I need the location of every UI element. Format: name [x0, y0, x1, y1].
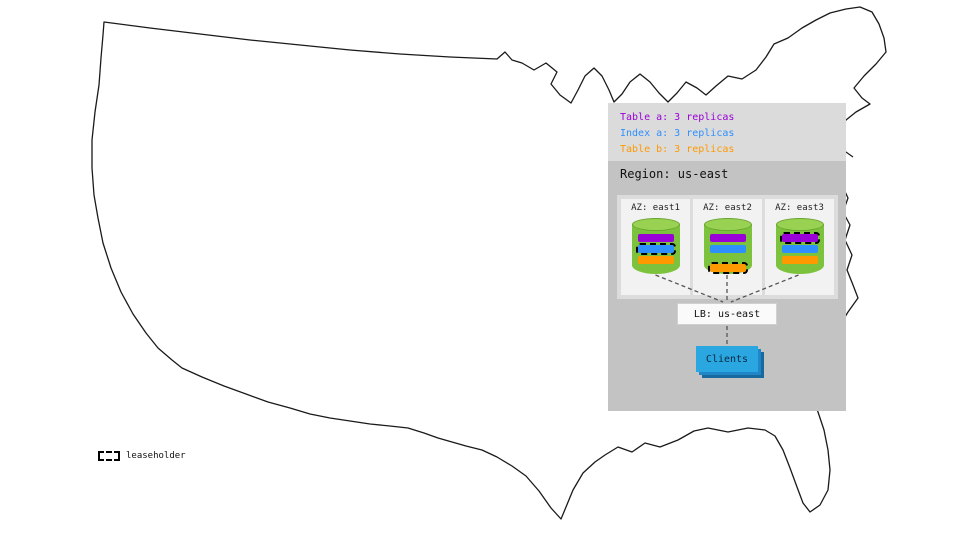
clients-label: Clients — [696, 346, 758, 372]
region-title: Region: us-east — [620, 167, 729, 181]
az-east1-label: AZ: east1 — [631, 203, 680, 213]
replica-table-b — [637, 256, 674, 264]
az-east3-label: AZ: east3 — [775, 203, 824, 213]
replica-table-a — [709, 234, 746, 242]
replica-table-b — [781, 256, 818, 264]
cylinder-top — [703, 218, 752, 231]
legend-table-a: Table a: 3 replicas — [620, 112, 735, 123]
replica-table-a — [637, 234, 674, 242]
leaseholder-swatch-icon — [98, 451, 120, 461]
az-east3: AZ: east3 — [765, 199, 834, 295]
cylinder-top — [775, 218, 824, 231]
leaseholder-legend-label: leaseholder — [126, 451, 186, 461]
replica-index-a — [781, 245, 818, 253]
replica-index-a — [635, 243, 676, 255]
replica-table-a — [779, 232, 820, 244]
database-cylinder-icon — [703, 218, 752, 274]
database-cylinder-icon — [775, 218, 824, 274]
leaseholder-legend: leaseholder — [98, 451, 186, 461]
legend-table-b: Table b: 3 replicas — [620, 144, 735, 155]
database-cylinder-icon — [631, 218, 680, 274]
load-balancer-box: LB: us-east — [677, 303, 777, 325]
az-east1: AZ: east1 — [621, 199, 690, 295]
az-east2: AZ: east2 — [693, 199, 762, 295]
legend-index-a: Index a: 3 replicas — [620, 128, 735, 139]
az-east2-label: AZ: east2 — [703, 203, 752, 213]
cylinder-top — [631, 218, 680, 231]
replica-index-a — [709, 245, 746, 253]
az-container: AZ: east1 AZ: east2 AZ: east3 — [617, 195, 838, 299]
replica-legend: Table a: 3 replicas Index a: 3 replicas … — [620, 111, 734, 156]
replica-table-b — [707, 262, 748, 274]
diagram-overlay: Table a: 3 replicas Index a: 3 replicas … — [608, 103, 846, 411]
clients-box: Clients — [696, 346, 764, 378]
